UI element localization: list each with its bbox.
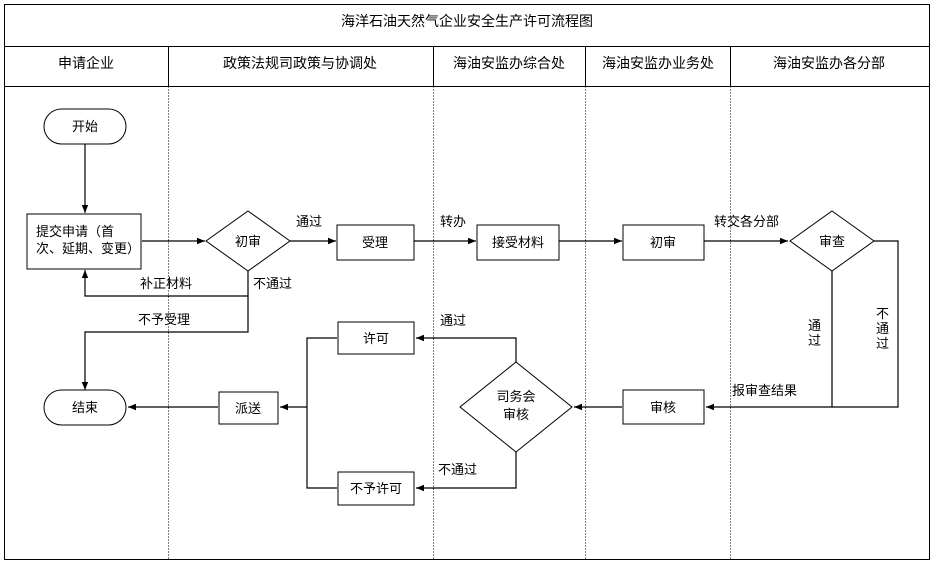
council-review-label-line1: 司务会 [496, 389, 535, 405]
accept-box-label: 受理 [362, 236, 388, 251]
edge-label-reject-acceptance: 不予受理 [138, 313, 190, 328]
council-review-decision: 司务会 审核 [459, 361, 573, 453]
edge-label-supplement: 补正材料 [140, 277, 192, 292]
dispatch-box: 派送 [218, 391, 279, 425]
edge-label-transfer: 转办 [440, 215, 466, 230]
deny-permit-box: 不予许可 [337, 471, 415, 506]
initial-review-box-label: 初审 [650, 236, 676, 251]
connectors [81, 144, 899, 492]
edge-label-fail-initial: 不通过 [253, 277, 292, 292]
edge-label-pass-inspection-1: 通 [808, 319, 821, 334]
receive-materials-box: 接受材料 [476, 224, 560, 261]
audit-box-label: 审核 [650, 401, 676, 416]
deny-permit-box-label: 不予许可 [350, 482, 402, 497]
initial-review-decision: 初审 [205, 210, 291, 272]
accept-box: 受理 [336, 224, 415, 261]
lane-header-applicant: 申请企业 [58, 55, 114, 72]
edge-label-pass-initial: 通过 [296, 215, 322, 230]
edge-label-fail-council: 不通过 [438, 463, 477, 478]
permit-box: 许可 [337, 321, 415, 355]
edge-label-fail-inspection-2: 通 [876, 322, 889, 337]
initial-review-decision-label: 初审 [235, 235, 261, 250]
lane-header-general-office: 海油安监办综合处 [453, 56, 565, 72]
end-node-label: 结束 [72, 401, 98, 416]
start-node: 开始 [43, 108, 127, 145]
receive-materials-label: 接受材料 [492, 235, 544, 251]
inspection-decision-label: 审查 [819, 235, 845, 250]
edge-label-pass-council: 通过 [440, 314, 466, 329]
audit-box: 审核 [622, 389, 705, 425]
submit-application-label-line1: 提交申请（首 [36, 224, 114, 240]
edge-label-fail-inspection-1: 不 [876, 307, 889, 322]
lane-header-business-office: 海油安监办业务处 [602, 56, 714, 72]
submit-application-label-line2: 次、延期、变更） [36, 241, 140, 257]
lane-header-branches: 海油安监办各分部 [773, 56, 885, 72]
permit-box-label: 许可 [363, 332, 389, 347]
lane-header-policy-division: 政策法规司政策与协调处 [223, 55, 377, 72]
inspection-decision: 审查 [789, 210, 875, 272]
diagram-title: 海洋石油天然气企业安全生产许可流程图 [341, 13, 593, 30]
edge-label-transfer-branches: 转交各分部 [714, 214, 779, 230]
dispatch-box-label: 派送 [235, 402, 261, 417]
edge-label-fail-inspection-3: 过 [876, 337, 889, 352]
council-review-label-line2: 审核 [503, 408, 529, 423]
submit-application-box: 提交申请（首 次、延期、变更） [26, 213, 142, 270]
start-node-label: 开始 [72, 120, 98, 135]
initial-review-box: 初审 [622, 224, 705, 261]
diagram-frame [4, 4, 930, 560]
edge-label-pass-inspection-2: 过 [808, 334, 821, 349]
edge-label-report-results: 报审查结果 [732, 384, 797, 399]
end-node: 结束 [43, 389, 127, 426]
lane-separators [168, 46, 731, 560]
